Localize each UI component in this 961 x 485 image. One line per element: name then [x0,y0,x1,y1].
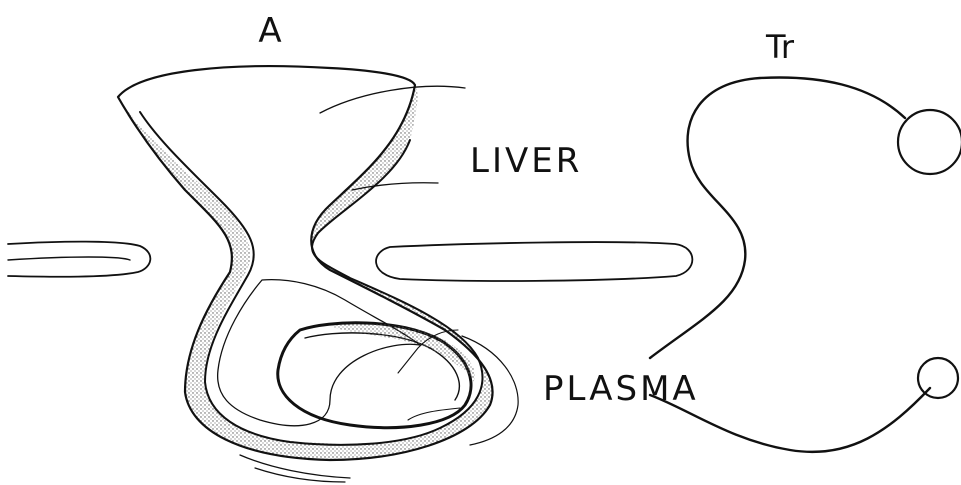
tr-s-curve [650,77,905,358]
inner-vesicle [278,323,471,428]
membrane-tube [376,242,692,281]
left-membrane-tube-inner [8,257,130,260]
panel-tr-label: Tr [765,28,795,66]
bottom-arc-line-2 [255,468,345,482]
plasma-label: PLASMA [543,369,699,409]
liver-label: LIVER [470,141,582,181]
panel-a-label: A [258,11,281,51]
stippled-membrane-band [118,85,493,460]
panel-a-outer-outline [118,66,493,460]
tr-upper-circle [898,110,961,174]
tr-lower-circle [918,358,958,398]
inner-cavity [218,280,420,426]
top-flap-line [320,86,465,113]
